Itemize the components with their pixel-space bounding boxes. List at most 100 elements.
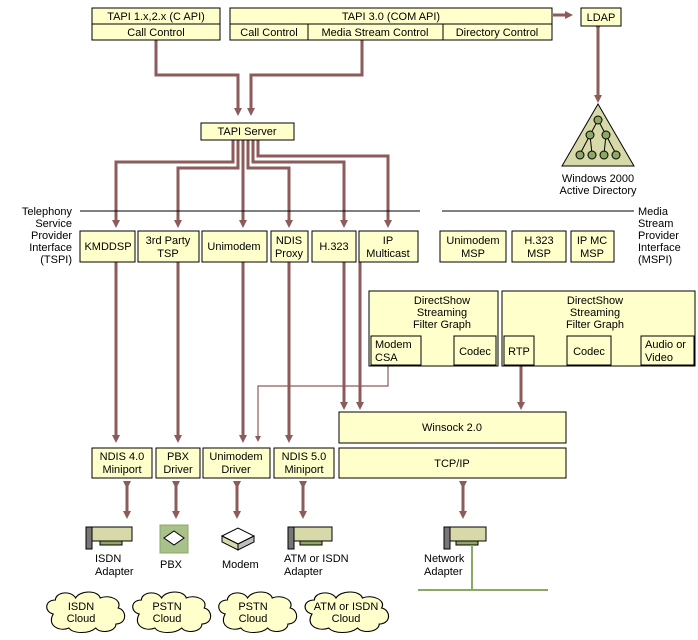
- tsp-ip-multicast: IP Multicast: [358, 230, 419, 263]
- svg-text:MSP: MSP: [527, 248, 551, 260]
- svg-text:Interface: Interface: [29, 242, 72, 254]
- tsp-h323: H.323: [311, 230, 357, 263]
- ldap-box: LDAP: [580, 7, 622, 27]
- msp-h323: H.323 MSP: [511, 230, 567, 263]
- audio-video-line2: Video: [645, 352, 673, 364]
- svg-text:Multicast: Multicast: [366, 248, 409, 260]
- ad-label-line1: Windows 2000: [562, 173, 634, 185]
- svg-text:Cloud: Cloud: [332, 613, 361, 625]
- ldap-label: LDAP: [587, 12, 616, 24]
- svg-text:Service: Service: [35, 218, 72, 230]
- ad-label-line2: Active Directory: [559, 185, 637, 197]
- modem-icon: [220, 527, 256, 551]
- svg-text:Telephony: Telephony: [22, 206, 73, 218]
- svg-text:ISDN: ISDN: [68, 601, 94, 613]
- driver-pbx: PBX Driver: [155, 447, 201, 479]
- tsp-boxes: KMDDSP 3rd Party TSP Unimodem NDIS Proxy…: [79, 230, 419, 263]
- svg-text:Cloud: Cloud: [239, 613, 268, 625]
- codec-right: Codec: [573, 346, 605, 358]
- rtp-label: RTP: [508, 346, 530, 358]
- tspi-label: Telephony Service Provider Interface (TS…: [22, 206, 73, 266]
- svg-text:Proxy: Proxy: [275, 248, 304, 260]
- tsp-3rd-party: 3rd Party TSP: [137, 230, 200, 263]
- msp-unimodem: Unimodem MSP: [439, 230, 507, 263]
- directshow-right: DirectShow Streaming Filter Graph RTP Co…: [501, 290, 696, 367]
- svg-text:PSTN: PSTN: [238, 601, 267, 613]
- directshow-left: DirectShow Streaming Filter Graph Modem …: [368, 290, 499, 367]
- svg-text:Streaming: Streaming: [570, 307, 620, 319]
- svg-text:Cloud: Cloud: [67, 613, 96, 625]
- svg-text:Driver: Driver: [221, 464, 251, 476]
- svg-text:H.323: H.323: [319, 241, 348, 253]
- svg-text:Media: Media: [638, 206, 669, 218]
- tapi2-title: TAPI 1.x,2.x (C API): [107, 11, 205, 23]
- svg-text:Driver: Driver: [163, 464, 193, 476]
- svg-text:Provider: Provider: [638, 230, 679, 242]
- svg-text:Unimodem: Unimodem: [207, 241, 260, 253]
- msp-boxes: Unimodem MSP H.323 MSP IP MC MSP: [439, 230, 615, 263]
- tapi3-call-control: Call Control: [240, 27, 297, 39]
- svg-text:Stream: Stream: [638, 218, 673, 230]
- svg-text:Unimodem: Unimodem: [209, 451, 262, 463]
- svg-text:Network: Network: [424, 553, 465, 565]
- tapi3-title: TAPI 3.0 (COM API): [342, 11, 440, 23]
- svg-text:Provider: Provider: [31, 230, 72, 242]
- svg-text:Cloud: Cloud: [153, 613, 182, 625]
- driver-ndis50: NDIS 5.0 Miniport: [273, 447, 335, 479]
- svg-text:H.323: H.323: [524, 235, 553, 247]
- codec-left: Codec: [459, 346, 491, 358]
- atm-isdn-adapter-icon: [287, 526, 333, 550]
- svg-text:PBX: PBX: [160, 559, 183, 571]
- svg-text:Adapter: Adapter: [424, 566, 463, 578]
- svg-text:NDIS: NDIS: [276, 235, 302, 247]
- svg-text:ATM or ISDN: ATM or ISDN: [314, 601, 379, 613]
- svg-text:ISDN: ISDN: [95, 553, 121, 565]
- svg-text:PSTN: PSTN: [152, 601, 181, 613]
- svg-text:Winsock 2.0: Winsock 2.0: [422, 422, 482, 434]
- connections: [112, 11, 637, 519]
- svg-text:DirectShow: DirectShow: [567, 295, 623, 307]
- tapi2-call-control: Call Control: [127, 27, 184, 39]
- winsock-box: Winsock 2.0: [338, 411, 567, 444]
- tapi3-box: TAPI 3.0 (COM API) Call Control Media St…: [229, 7, 553, 41]
- svg-text:(MSPI): (MSPI): [638, 254, 672, 266]
- tapi3-media-stream-control: Media Stream Control: [322, 27, 429, 39]
- svg-text:Streaming: Streaming: [417, 307, 467, 319]
- tapi-server-box: TAPI Server: [200, 122, 295, 141]
- tsp-ndis-proxy: NDIS Proxy: [270, 230, 309, 263]
- svg-text:Miniport: Miniport: [102, 464, 141, 476]
- driver-boxes: NDIS 4.0 Miniport PBX Driver Unimodem Dr…: [91, 447, 335, 479]
- svg-text:ATM or ISDN: ATM or ISDN: [284, 553, 349, 565]
- audio-video-line1: Audio or: [645, 339, 686, 351]
- svg-text:(TSPI): (TSPI): [40, 254, 72, 266]
- driver-unimodem: Unimodem Driver: [202, 447, 271, 479]
- tsp-unimodem: Unimodem: [201, 230, 268, 263]
- mspi-label: Media Stream Provider Interface (MSPI): [638, 206, 681, 266]
- svg-text:TSP: TSP: [157, 248, 178, 260]
- svg-text:Adapter: Adapter: [95, 566, 134, 578]
- msp-ip-mc: IP MC MSP: [570, 230, 615, 263]
- isdn-adapter-icon: [85, 526, 133, 550]
- svg-text:Modem: Modem: [222, 559, 259, 571]
- svg-text:Interface: Interface: [638, 242, 681, 254]
- svg-text:NDIS 4.0: NDIS 4.0: [100, 451, 145, 463]
- svg-text:MSP: MSP: [461, 248, 485, 260]
- svg-text:MSP: MSP: [580, 248, 604, 260]
- svg-text:Filter Graph: Filter Graph: [566, 319, 624, 331]
- svg-text:DirectShow: DirectShow: [414, 295, 470, 307]
- modem-csa-line1: Modem: [375, 339, 412, 351]
- svg-text:PBX: PBX: [167, 451, 190, 463]
- tapi2-box: TAPI 1.x,2.x (C API) Call Control: [91, 7, 221, 41]
- svg-text:Adapter: Adapter: [284, 566, 323, 578]
- svg-text:Miniport: Miniport: [284, 464, 323, 476]
- pbx-icon: [159, 524, 189, 554]
- svg-text:IP: IP: [383, 235, 393, 247]
- svg-text:3rd Party: 3rd Party: [146, 235, 191, 247]
- svg-text:NDIS 5.0: NDIS 5.0: [282, 451, 327, 463]
- tsp-kmddsp: KMDDSP: [79, 230, 136, 263]
- driver-ndis40: NDIS 4.0 Miniport: [91, 447, 153, 479]
- modem-csa-line2: CSA: [375, 352, 398, 364]
- network-adapter-icon: [418, 526, 548, 591]
- svg-text:TCP/IP: TCP/IP: [434, 458, 469, 470]
